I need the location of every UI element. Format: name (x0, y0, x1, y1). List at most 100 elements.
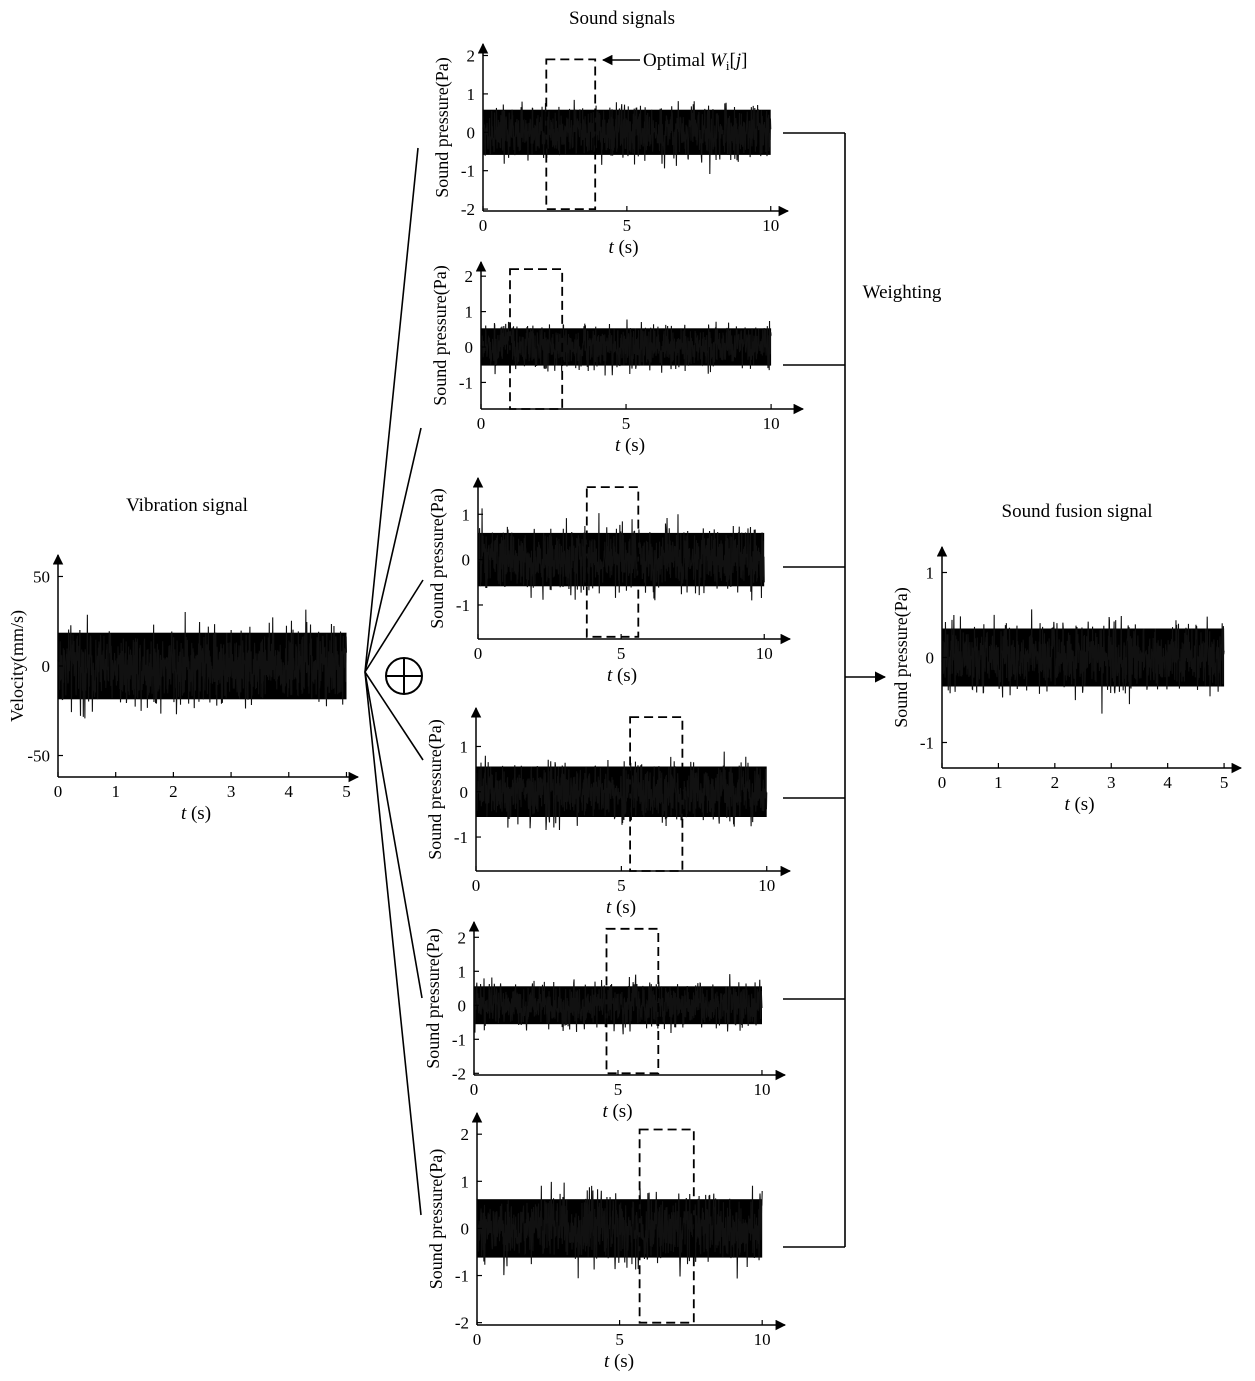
y-tick-label: -1 (454, 828, 468, 847)
y-tick-label: -2 (455, 1314, 469, 1333)
sound-plot-4: 0 5 10 -1 0 1 t (s) Sound pressure(Pa) (425, 706, 792, 918)
x-tick-label: 1 (994, 773, 1003, 792)
optimal-window-label: Optimal Wi[j] (643, 50, 747, 73)
fan-line-4 (364, 671, 424, 761)
x-tick-label: 10 (753, 1080, 770, 1099)
y-tick-label: -1 (455, 1267, 469, 1286)
y-tick-label: 2 (461, 1125, 470, 1144)
fan-line-2 (364, 427, 422, 673)
weighting-label: Weighting (863, 282, 942, 303)
x-tick-label: 5 (622, 414, 631, 433)
fan-line-1 (364, 147, 419, 673)
x-tick-label: 10 (762, 216, 779, 235)
weighting-bracket (783, 132, 887, 1248)
y-tick-label: 1 (926, 564, 935, 583)
y-axis-label: Sound pressure(Pa) (426, 1149, 447, 1289)
x-tick-label: 5 (617, 876, 626, 895)
y-tick-label: -1 (461, 162, 475, 181)
y-tick-label: 0 (462, 551, 471, 570)
y-tick-label: -1 (456, 596, 470, 615)
x-axis-label: t (s) (606, 897, 636, 918)
x-axis-label: t (s) (607, 665, 637, 686)
fan-line-6 (364, 671, 422, 1216)
optimal-window-box (638, 1128, 695, 1324)
signal-trace (477, 508, 765, 601)
x-tick-label: 2 (169, 782, 178, 801)
x-axis-label: t (s) (1064, 794, 1094, 815)
optimal-window-box (585, 486, 640, 638)
signal-trace (473, 974, 763, 1035)
y-tick-label: 0 (461, 1219, 470, 1238)
decomposition-fan (364, 147, 424, 1216)
vibration-title: Vibration signal (126, 495, 248, 516)
x-tick-label: 0 (472, 876, 481, 895)
x-axis-label: t (s) (602, 1101, 632, 1122)
sound-plot-5: 0 5 10 -2 -1 0 1 2 t (s) Sound pressure(Pa) (423, 920, 787, 1122)
y-tick-label: -2 (461, 200, 475, 219)
y-tick-label: -1 (920, 734, 934, 753)
y-tick-label: 0 (42, 657, 51, 676)
y-tick-label: 2 (458, 928, 467, 947)
x-tick-label: 2 (1051, 773, 1060, 792)
fan-line-5 (364, 671, 423, 999)
signal-trace (57, 609, 348, 719)
x-tick-label: 5 (614, 1080, 623, 1099)
x-tick-label: 0 (473, 1330, 482, 1349)
y-tick-label: 1 (458, 962, 467, 981)
y-axis-label: Sound pressure(Pa) (423, 928, 444, 1068)
y-axis-label: Sound pressure(Pa) (432, 57, 453, 197)
y-tick-label: 50 (33, 567, 50, 586)
x-tick-label: 0 (479, 216, 488, 235)
y-tick-label: 0 (460, 783, 469, 802)
y-tick-label: -1 (452, 1030, 466, 1049)
x-tick-label: 5 (623, 216, 632, 235)
signal-trace (480, 319, 772, 376)
y-tick-label: 0 (926, 649, 935, 668)
x-tick-label: 5 (1220, 773, 1229, 792)
fan-line-3 (364, 579, 424, 673)
signal-trace (941, 609, 1225, 714)
x-tick-label: 0 (474, 644, 483, 663)
y-tick-label: 1 (460, 737, 469, 756)
y-tick-label: 0 (458, 996, 467, 1015)
x-axis-label: t (s) (181, 803, 211, 824)
y-tick-label: 2 (465, 267, 474, 286)
signal-trace (476, 1181, 763, 1279)
optimal-window-box (545, 58, 597, 210)
y-tick-label: -1 (459, 373, 473, 392)
y-tick-label: 0 (465, 338, 474, 357)
y-tick-label: 1 (465, 303, 474, 322)
x-axis-label: t (s) (608, 237, 638, 258)
y-axis-label: Sound pressure(Pa) (430, 265, 451, 405)
y-axis-label: Velocity(mm/s) (7, 610, 28, 722)
x-tick-label: 0 (477, 414, 486, 433)
y-axis-label: Sound pressure(Pa) (425, 719, 446, 859)
x-axis-label: t (s) (615, 435, 645, 456)
y-tick-label: -2 (452, 1064, 466, 1083)
x-tick-label: 10 (763, 414, 780, 433)
x-axis-label: t (s) (604, 1351, 634, 1372)
x-tick-label: 1 (111, 782, 120, 801)
sound-plot-6: 0 5 10 -2 -1 0 1 2 t (s) Sound pressure(Pa) (426, 1111, 787, 1372)
y-tick-label: 1 (467, 85, 476, 104)
x-tick-label: 5 (342, 782, 351, 801)
x-tick-label: 5 (615, 1330, 624, 1349)
circled-plus-icon (385, 657, 423, 695)
x-tick-label: 5 (617, 644, 626, 663)
x-tick-label: 10 (754, 1330, 771, 1349)
y-tick-label: 0 (467, 123, 476, 142)
y-tick-label: 1 (461, 1172, 470, 1191)
y-axis-label: Sound pressure(Pa) (891, 587, 912, 727)
x-tick-label: 10 (758, 876, 775, 895)
x-tick-label: 4 (1163, 773, 1172, 792)
x-tick-label: 0 (54, 782, 63, 801)
x-tick-label: 10 (756, 644, 773, 663)
x-tick-label: 3 (1107, 773, 1116, 792)
x-tick-label: 0 (470, 1080, 479, 1099)
sound-signals-title: Sound signals (569, 8, 675, 29)
signal-trace (482, 99, 772, 174)
